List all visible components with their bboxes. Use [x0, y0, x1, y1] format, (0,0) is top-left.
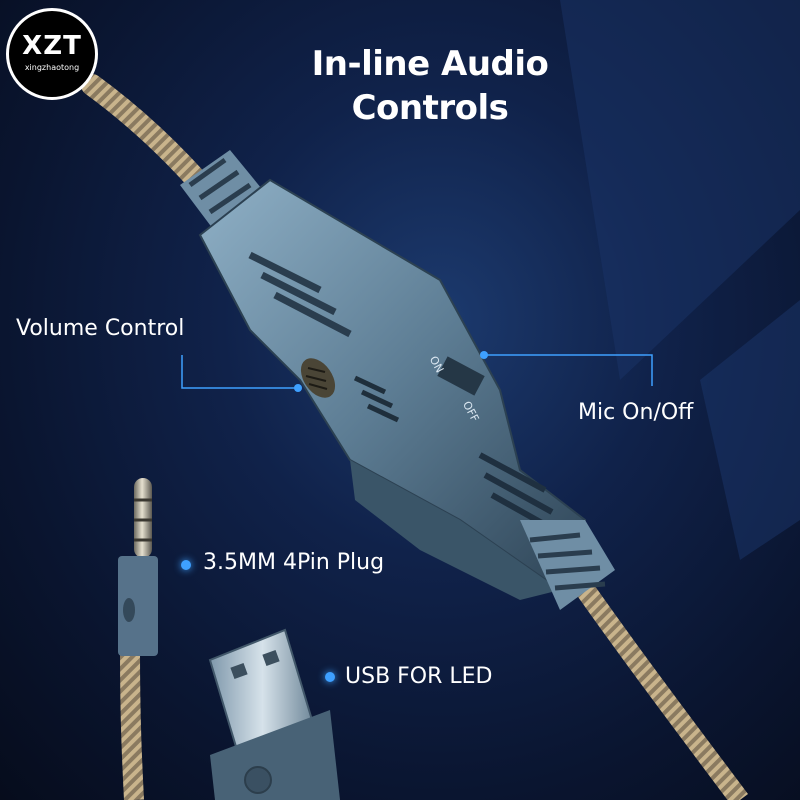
- usb-led-label: USB FOR LED: [345, 664, 493, 689]
- volume-wheel: [300, 358, 336, 398]
- plug-bullet-dot: [181, 560, 191, 570]
- mic-callout-dot: [480, 351, 488, 359]
- logo-text: XZT: [22, 31, 82, 61]
- brand-logo: XZT xingzhaotong: [6, 8, 98, 100]
- strain-relief-bottom: [520, 520, 615, 610]
- braided-cable: [566, 569, 749, 800]
- volume-callout-dot: [294, 384, 302, 392]
- mic-on-off-label: Mic On/Off: [578, 400, 694, 425]
- audio-plug: [118, 478, 158, 656]
- page-title: In-line Audio Controls: [180, 42, 680, 130]
- light-streak: [560, 0, 800, 380]
- title-line-2: Controls: [351, 88, 509, 128]
- light-streak: [700, 300, 800, 560]
- audio-plug-label: 3.5MM 4Pin Plug: [203, 550, 385, 575]
- volume-control-label: Volume Control: [16, 316, 185, 341]
- volume-callout-line: [181, 355, 298, 389]
- title-line-1: In-line Audio: [311, 44, 549, 84]
- logo-subtext: xingzhaotong: [24, 63, 80, 72]
- mic-switch: [353, 356, 485, 423]
- controller-lower-face: [350, 460, 560, 600]
- mic-callout-line: [484, 354, 653, 386]
- braided-cable: [120, 649, 144, 800]
- usb-bullet-dot: [325, 672, 335, 682]
- usb-plug: [208, 628, 340, 800]
- controller-vents: [248, 251, 352, 338]
